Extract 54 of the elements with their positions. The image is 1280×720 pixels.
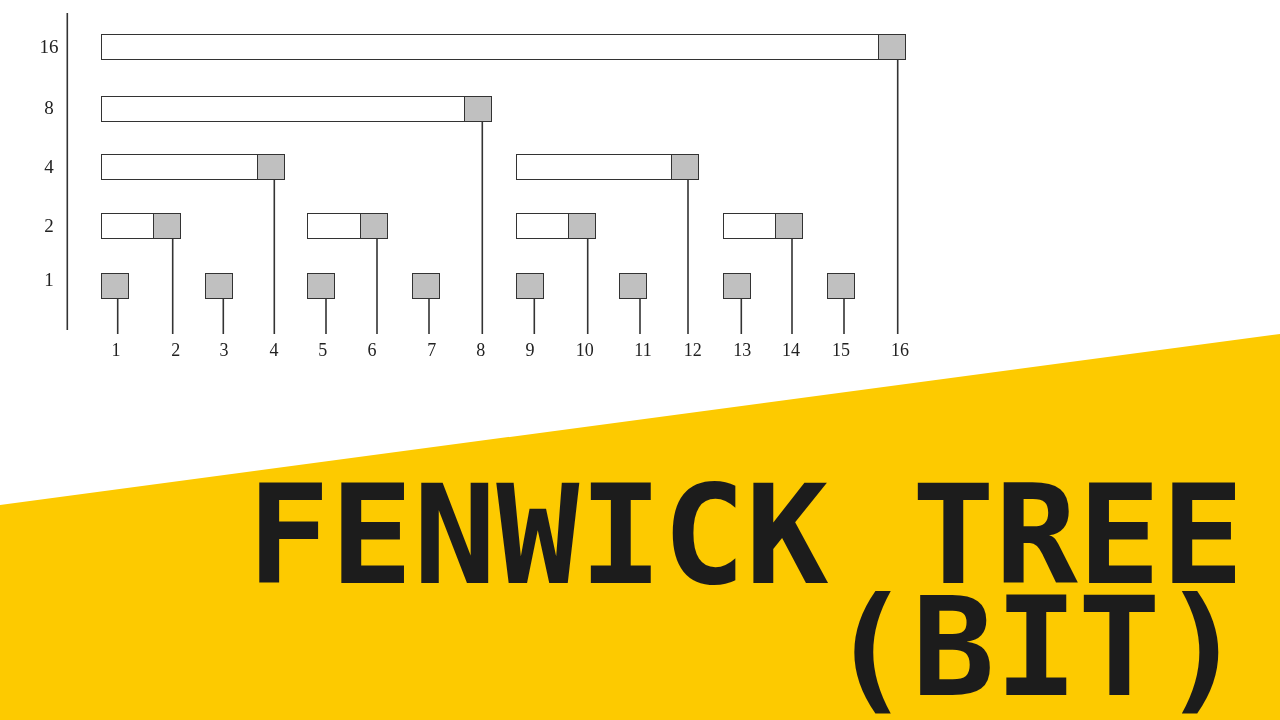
axis-label: 4 bbox=[44, 156, 54, 178]
connector-line bbox=[740, 298, 743, 335]
connector-line bbox=[171, 238, 174, 335]
index-label: 15 bbox=[832, 334, 850, 366]
shaded-cell bbox=[723, 273, 751, 299]
connector-line bbox=[428, 298, 430, 335]
index-label: 4 bbox=[269, 334, 279, 366]
connector-line bbox=[222, 298, 225, 335]
index-label: 2 bbox=[171, 334, 181, 366]
connector-line bbox=[586, 238, 589, 335]
shaded-cell bbox=[100, 273, 129, 299]
shaded-cell bbox=[412, 273, 440, 299]
axis-label: 1 bbox=[44, 269, 54, 291]
index-label: 9 bbox=[525, 334, 535, 366]
index-label: 13 bbox=[733, 334, 752, 366]
connector-line bbox=[896, 59, 899, 335]
index-label: 6 bbox=[367, 334, 377, 366]
connector-line bbox=[376, 238, 378, 335]
axis-label: 16 bbox=[39, 36, 59, 58]
index-label: 7 bbox=[427, 334, 437, 366]
index-label: 14 bbox=[782, 334, 800, 366]
shaded-cell bbox=[516, 273, 544, 299]
range-bar bbox=[100, 34, 907, 60]
connector-line bbox=[843, 298, 845, 335]
axis-label: 2 bbox=[44, 215, 54, 237]
range-bar bbox=[100, 213, 182, 239]
range-bar bbox=[307, 213, 388, 239]
index-label: 5 bbox=[318, 334, 328, 366]
connector-line bbox=[116, 298, 119, 335]
connector-line bbox=[791, 238, 793, 335]
shaded-cell bbox=[619, 273, 647, 299]
axis-label: 8 bbox=[44, 97, 54, 119]
shaded-cell bbox=[307, 273, 336, 299]
connector-line bbox=[687, 179, 689, 335]
range-bar bbox=[100, 96, 493, 122]
index-label: 16 bbox=[891, 334, 909, 366]
index-label: 3 bbox=[219, 334, 229, 366]
title: FENWICK TREE (BIT) bbox=[246, 480, 1244, 717]
connector-line bbox=[533, 298, 536, 335]
connector-line bbox=[273, 179, 276, 335]
index-label: 8 bbox=[476, 334, 486, 366]
range-bar bbox=[723, 213, 804, 239]
index-label: 1 bbox=[111, 334, 121, 366]
index-label: 11 bbox=[634, 334, 652, 366]
connector-line bbox=[481, 121, 484, 335]
range-bar bbox=[516, 213, 597, 239]
shaded-cell bbox=[205, 273, 233, 299]
range-bar bbox=[100, 154, 285, 180]
shaded-cell bbox=[827, 273, 855, 299]
connector-line bbox=[325, 298, 327, 335]
index-label: 12 bbox=[683, 334, 702, 366]
index-label: 10 bbox=[575, 334, 594, 366]
connector-line bbox=[639, 298, 641, 335]
range-bar bbox=[516, 154, 699, 180]
